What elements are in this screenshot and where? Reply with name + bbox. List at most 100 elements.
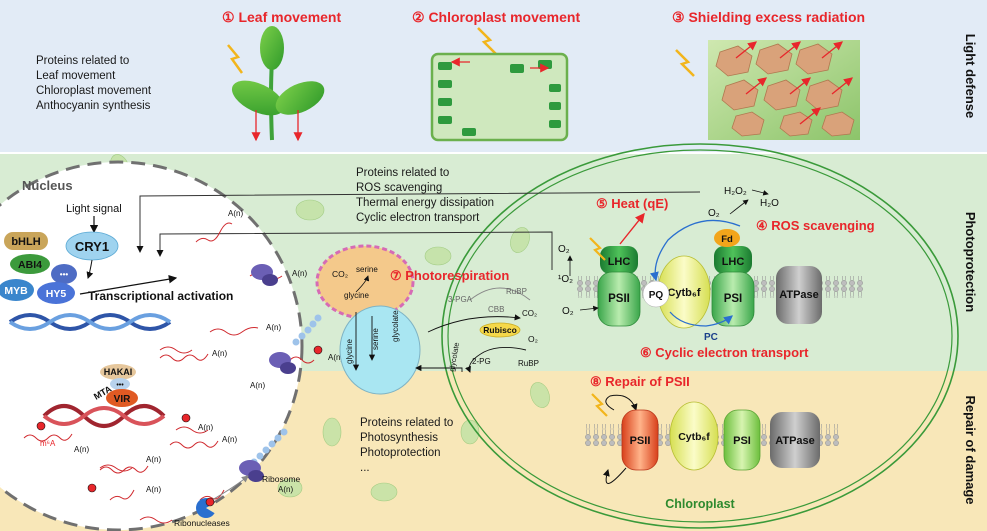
repair-line: Photosynthesis xyxy=(360,432,438,444)
lightning-icon xyxy=(675,49,695,77)
repair-psii-label: ⑧ Repair of PSII xyxy=(590,374,690,389)
bhlh-label: bHLH xyxy=(11,236,40,248)
singlet-o2-label: ¹O₂ xyxy=(558,274,573,285)
lhc-label: LHC xyxy=(722,256,745,268)
fd-label: Fd xyxy=(721,234,733,245)
polypeptide-beads xyxy=(250,314,322,466)
plant-leaf-illustration xyxy=(227,26,325,142)
mrna-tail: A(n) xyxy=(228,209,243,218)
repair-arrow-bottom xyxy=(602,467,627,484)
svg-text:•••: ••• xyxy=(116,382,124,389)
rubp-label-top: RuBP xyxy=(506,287,527,296)
shielding-title: ③ Shielding excess radiation xyxy=(672,9,865,25)
transcriptional-activation-label: Transcriptional activation xyxy=(88,289,233,303)
atpase xyxy=(776,266,822,324)
photorespiration-label: ⑦ Photorespiration xyxy=(390,268,509,283)
atpase-label: ATPase xyxy=(779,289,819,301)
psii-lhc-complex: LHC PSII xyxy=(597,246,641,327)
heat-arrow xyxy=(619,212,645,245)
o2-label-psii: O₂ xyxy=(558,244,570,255)
psii-repair xyxy=(621,409,659,471)
lightning-icon xyxy=(227,44,244,74)
cytb6f-label: Cytb₆f xyxy=(667,287,700,299)
repair-arrow-top xyxy=(605,394,638,411)
mrna-tail: A(n) xyxy=(292,269,307,278)
psi-label: PSI xyxy=(724,293,743,305)
h2o-label: H₂O xyxy=(760,198,779,209)
lhc-psi xyxy=(714,246,752,274)
m6a-label: m⁶A xyxy=(40,439,56,448)
panel-label-photoprotection: Photoprotection xyxy=(963,212,978,312)
mrna-tail: A(n) xyxy=(328,353,343,362)
pq-label: PQ xyxy=(649,290,664,301)
myb-label: MYB xyxy=(4,285,28,297)
mrna-tail: A(n) xyxy=(146,455,161,464)
cry1-label: CRY1 xyxy=(75,239,109,254)
feedback-line-ros xyxy=(136,191,701,253)
rubp-label: RuBP xyxy=(518,359,539,368)
light-signal-label: Light signal xyxy=(66,203,122,215)
vir-protein xyxy=(106,389,138,407)
rubisco-label: Rubisco xyxy=(483,325,517,335)
dna-helix xyxy=(8,313,172,331)
co2-label-calvin: CO₂ xyxy=(522,309,537,318)
ribosome-label: Ribosome xyxy=(262,474,301,484)
mrna-tail: A(n) xyxy=(222,435,237,444)
mrna-tail: A(n) xyxy=(146,485,161,494)
nuclear-mrnas xyxy=(23,353,219,474)
co2-label: CO₂ xyxy=(332,269,348,279)
leaf-movement-title: ① Leaf movement xyxy=(222,9,341,25)
panel-label-repair: Repair of damage xyxy=(963,395,978,504)
lightning-icon xyxy=(477,27,497,55)
mitochondrion: CO₂ serine glycine xyxy=(315,244,415,320)
hakai-protein xyxy=(100,364,136,380)
repair-proteins-text: Proteins related to Photosynthesis Photo… xyxy=(360,417,453,474)
ribosome-icon xyxy=(251,264,278,286)
photoprotection-proteins-text: Proteins related to ROS scavenging Therm… xyxy=(356,167,494,224)
lhc-psii xyxy=(600,246,638,274)
pga-label: 3-PGA xyxy=(448,295,473,304)
mrna-tail: A(n) xyxy=(250,381,265,390)
lhc-label: LHC xyxy=(608,256,631,268)
hy5-label: HY5 xyxy=(46,288,67,300)
o2-split-label: O₂ xyxy=(562,306,574,317)
repair-line: ... xyxy=(360,462,370,474)
o2-ros: O₂ xyxy=(708,208,720,219)
psii-label: PSII xyxy=(608,293,630,305)
top-proteins-line: Anthocyanin synthesis xyxy=(36,100,151,112)
nucleus-title: Nucleus xyxy=(22,178,73,193)
myb-protein xyxy=(0,279,34,301)
abi4-protein xyxy=(10,254,50,274)
mrna-tail: A(n) xyxy=(74,445,89,454)
dots-protein xyxy=(51,264,77,284)
chloroplast-movement-title: ② Chloroplast movement xyxy=(412,9,580,25)
glycolate-label-perox: glycolate xyxy=(391,310,400,342)
peroxisome: glycine serine glycolate xyxy=(339,305,421,395)
glycine-label-perox: glycine xyxy=(345,339,354,364)
lightning-icon xyxy=(591,393,608,417)
chloroplast-outer-membrane xyxy=(441,143,959,529)
lightning-icon xyxy=(589,237,606,261)
chloroplast-label: Chloroplast xyxy=(665,497,735,511)
rubisco-enzyme xyxy=(479,322,521,338)
vir-label: VIR xyxy=(114,394,131,405)
mrna-tail: A(n) xyxy=(278,485,293,494)
cell-chloroplast-illustration xyxy=(430,27,569,142)
chloroplast-inner-membrane xyxy=(447,149,953,523)
ribonucleases-label: Ribonucleases xyxy=(174,518,230,528)
h2o2-label: H₂O₂ xyxy=(724,186,747,197)
pg2-label: 2-PG xyxy=(472,357,491,366)
pp-line: ROS scavenging xyxy=(356,182,442,194)
pp-line: Cyclic electron transport xyxy=(356,212,480,224)
psi xyxy=(711,271,755,327)
calvin-cycle: 3-PGA CBB RuBP CO₂ Rubisco O₂ RuBP 2-PG … xyxy=(415,287,539,373)
cytb6f-repair xyxy=(669,401,719,471)
serine-label-perox: serine xyxy=(371,328,380,350)
mrna-cap-icons xyxy=(87,345,323,507)
pc-label: PC xyxy=(704,332,718,343)
repair-line: Proteins related to xyxy=(360,417,453,429)
psi-repair-label: PSI xyxy=(733,435,751,447)
cytb6f-repair-label: Cytb₆f xyxy=(678,431,710,443)
heat-label: ⑤ Heat (qE) xyxy=(596,196,668,211)
